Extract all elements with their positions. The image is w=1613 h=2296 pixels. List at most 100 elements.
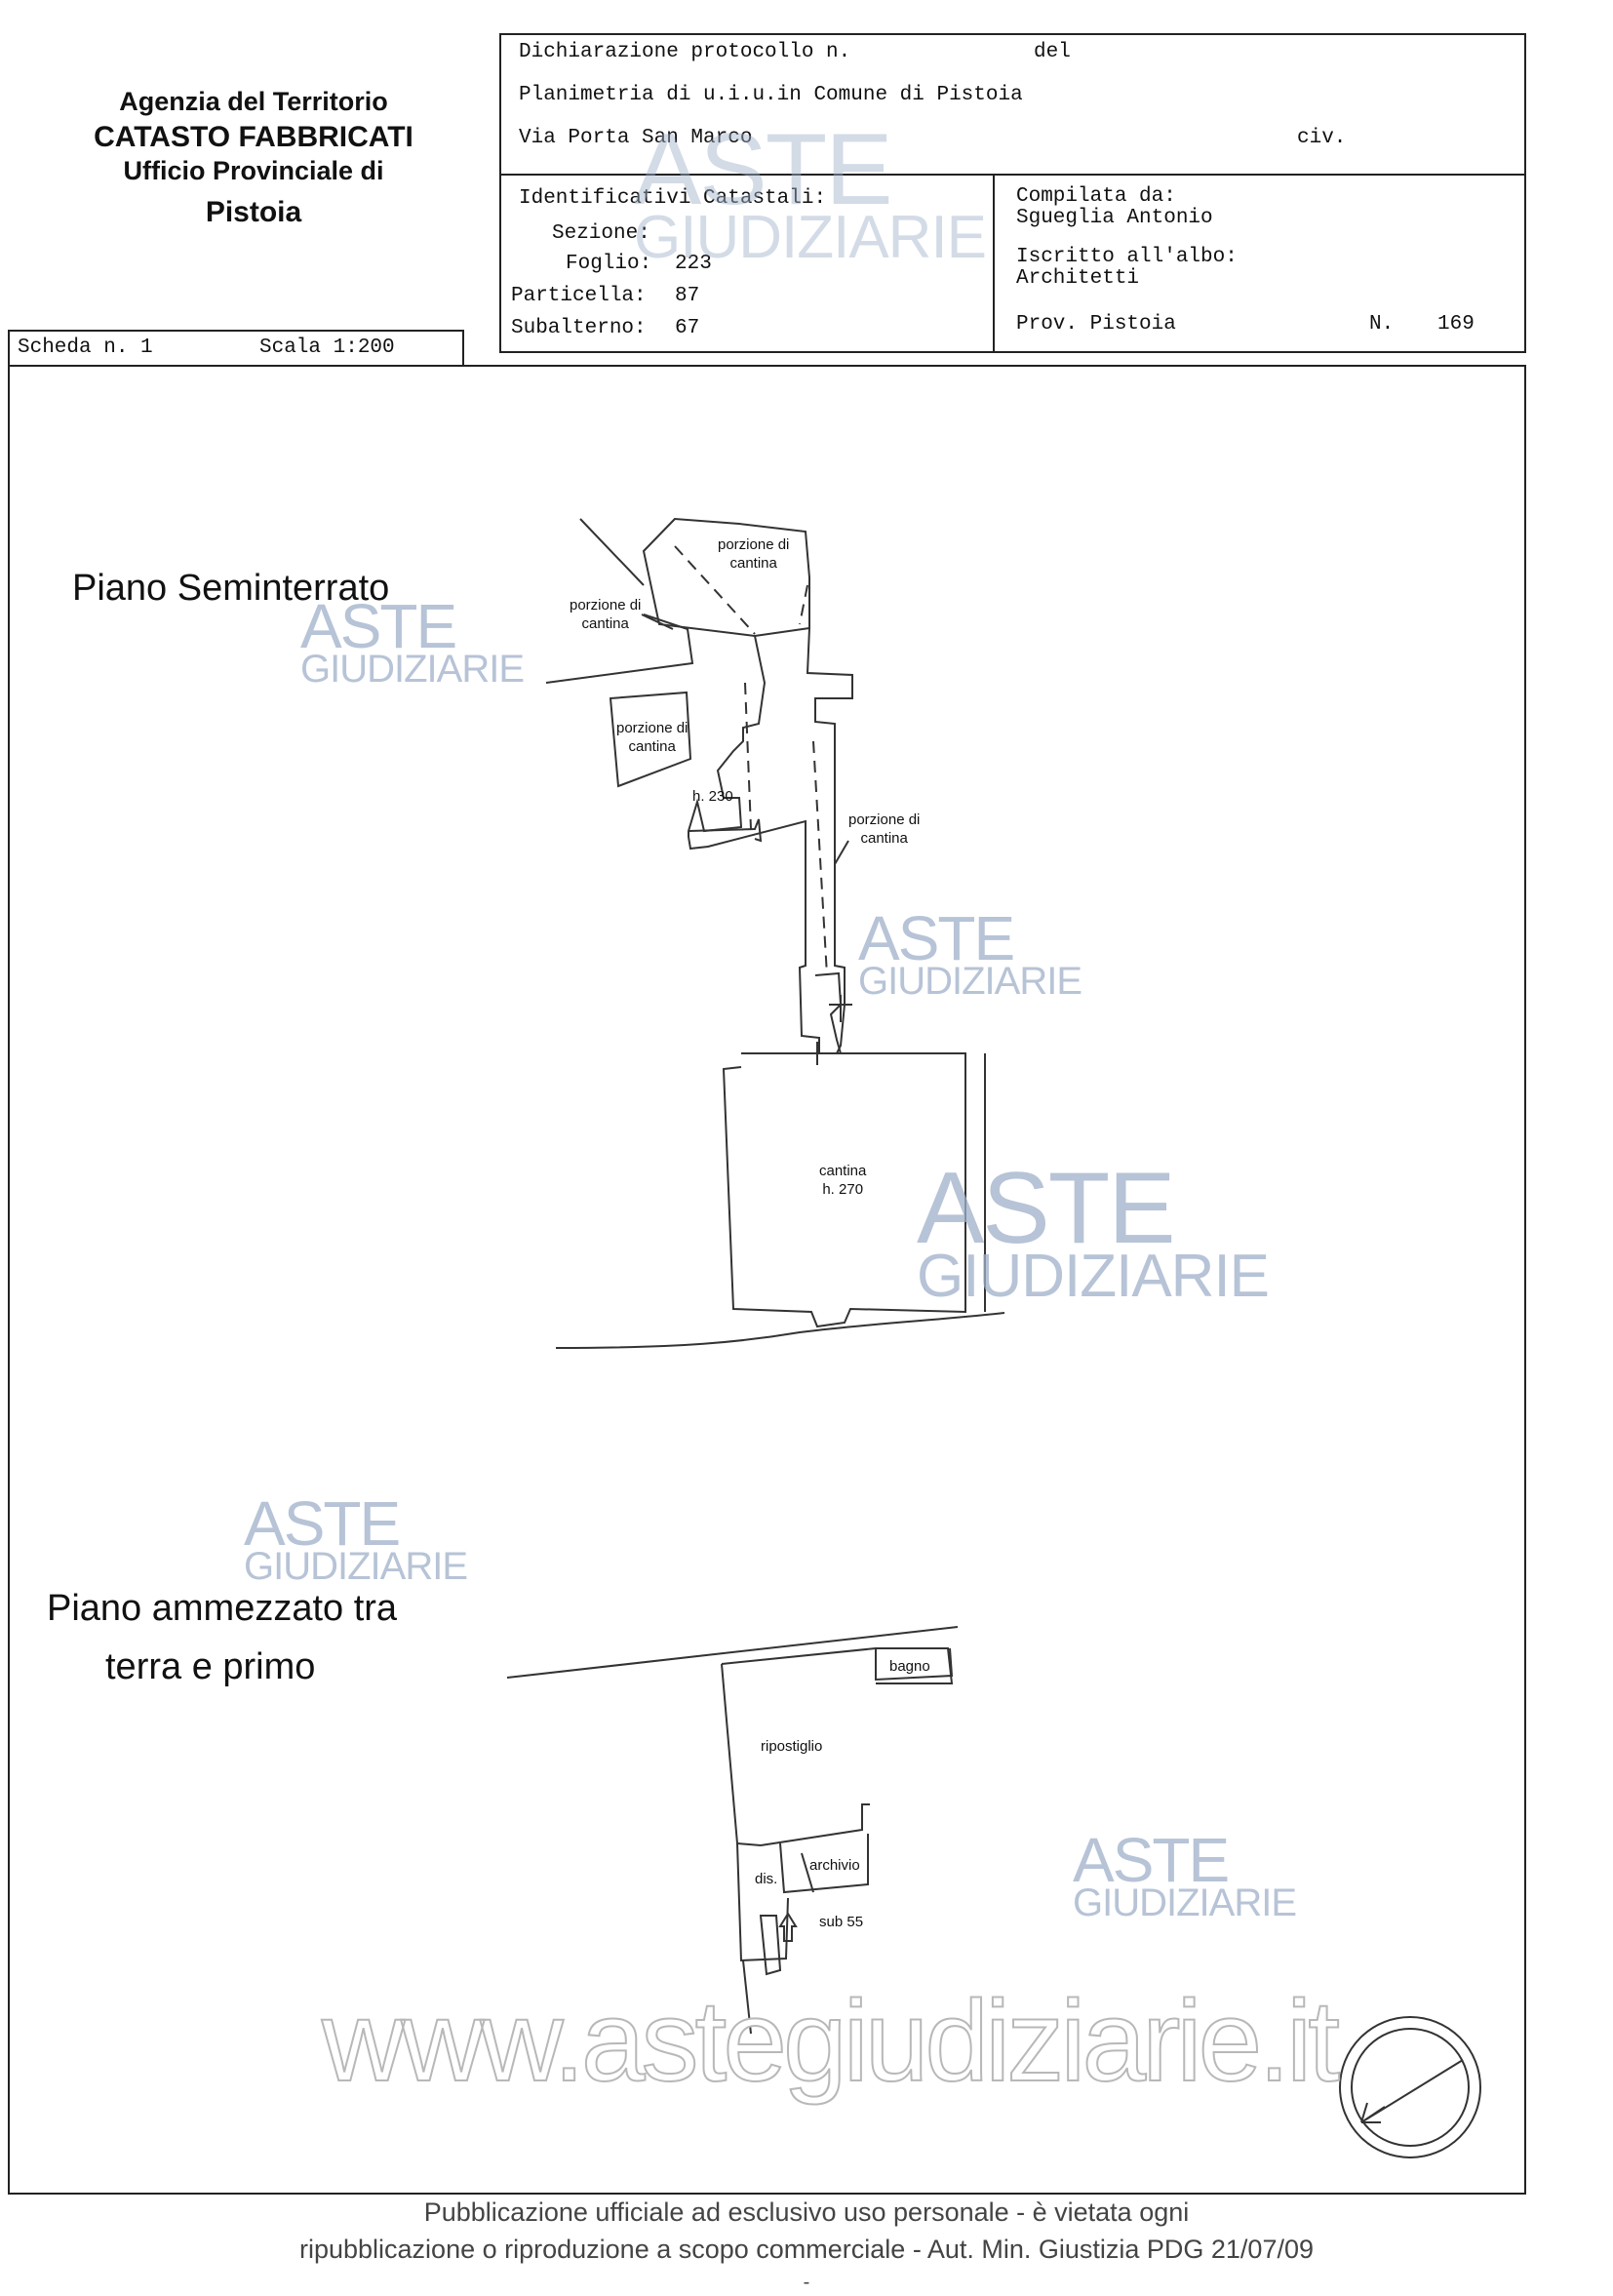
footer-line-2: ripubblicazione o riproduzione a scopo c… <box>298 2234 1314 2264</box>
leader-porzione-4 <box>834 840 849 865</box>
room-label-bagno: bagno <box>889 1658 930 1675</box>
watermark-aste-1: ASTE GIUDIZIARIE <box>300 591 525 692</box>
wm-giudiziarie-text: GIUDIZIARIE <box>634 204 987 272</box>
wm-aste-text: ASTE <box>300 591 457 661</box>
dashed-line-1 <box>674 545 756 635</box>
drawing-frame <box>8 365 1526 2195</box>
civ-label: civ. <box>1297 127 1347 149</box>
agency-header: Agenzia del Territorio CATASTO FABBRICAT… <box>39 86 468 231</box>
wall-ripostiglio-bottom <box>760 1803 870 1846</box>
room-label-cantina: cantina h. 270 <box>819 1163 866 1200</box>
crosshair-1 <box>829 995 852 1022</box>
wm-aste-text: ASTE <box>244 1488 401 1559</box>
room-label-porzione-2: porzione di cantina <box>570 597 641 634</box>
dashed-line-4 <box>799 584 808 625</box>
wm-giudiziarie-text: GIUDIZIARIE <box>858 960 1082 1004</box>
prov-text: Prov. Pistoia <box>1016 313 1176 336</box>
watermark-aste-3: ASTE GIUDIZIARIE <box>917 1152 1270 1311</box>
room-label-line: porzione di <box>718 536 790 553</box>
room-label-line: cantina <box>581 614 629 632</box>
watermark-aste-2: ASTE GIUDIZIARIE <box>858 903 1082 1004</box>
planimetria-text: Planimetria di u.i.u.in Comune di Pistoi… <box>519 84 1023 106</box>
watermark-aste-4: ASTE GIUDIZIARIE <box>244 1488 468 1589</box>
scheda-label: Scheda n. 1 <box>18 336 153 359</box>
wm-giudiziarie-text: GIUDIZIARIE <box>300 648 525 692</box>
wall-dis <box>736 1842 789 1962</box>
wall-ripostiglio-left <box>721 1663 762 1846</box>
watermark-url: www.astegiudiziarie.it <box>321 1976 1341 2107</box>
floor-title-ammezzato-line2: terra e primo <box>105 1646 316 1687</box>
agency-name: Agenzia del Territorio <box>119 87 388 116</box>
wall-corridor-join <box>814 971 843 1054</box>
wall-archivio <box>779 1834 869 1894</box>
north-compass-inner <box>1351 2028 1470 2147</box>
watermark-aste-5: ASTE GIUDIZIARIE <box>1073 1825 1297 1925</box>
wall-h230-room <box>688 818 763 843</box>
scheda-box: Scheda n. 1 Scala 1:200 <box>8 330 464 367</box>
room-label-line: cantina <box>860 829 908 847</box>
foglio-value: 223 <box>675 253 712 275</box>
wall-left-block <box>545 614 694 684</box>
subalterno-label: Subalterno: <box>511 317 647 339</box>
identificativi-box: Identificativi Catastali: Sezione: Fogli… <box>499 174 995 353</box>
particella-label: Particella: <box>511 285 647 307</box>
room-label-line: h. 270 <box>822 1180 864 1198</box>
room-label-line: porzione di <box>570 597 642 614</box>
albo-text: Architetti <box>1016 267 1140 290</box>
dashed-line-3 <box>812 740 828 976</box>
wall-bottom-extension <box>742 1960 752 2035</box>
room-label-sub55: sub 55 <box>819 1914 864 1930</box>
room-label-line: porzione di <box>616 720 688 736</box>
dashed-line-2 <box>744 682 752 830</box>
wm-giudiziarie-text: GIUDIZIARIE <box>917 1243 1270 1311</box>
wm-giudiziarie-text: GIUDIZIARIE <box>244 1545 468 1589</box>
compilata-name: Sgueglia Antonio <box>1016 207 1213 229</box>
wall-ripostiglio <box>721 1646 954 1682</box>
subalterno-value: 67 <box>675 317 700 339</box>
wall-top-left-diagonal <box>579 518 645 586</box>
room-label-line: porzione di <box>848 812 921 828</box>
address-text: Via Porta San Marco <box>519 127 753 149</box>
catasto-title: CATASTO FABBRICATI <box>94 120 413 153</box>
footer-line-1: Pubblicazione ufficiale ad esclusivo uso… <box>423 2197 1190 2227</box>
wall-corridor-left <box>688 635 820 1053</box>
wall-bagno <box>876 1647 954 1684</box>
n-label: N. <box>1369 313 1395 336</box>
n-value: 169 <box>1437 313 1475 336</box>
room-label-porzione-1: porzione di cantina <box>718 536 789 574</box>
wm-giudiziarie-text: GIUDIZIARIE <box>1073 1881 1297 1925</box>
ground-line <box>555 1312 1005 1349</box>
sezione-label: Sezione: <box>552 222 650 245</box>
foglio-label: Foglio: <box>566 253 652 275</box>
del-label: del <box>1034 41 1071 63</box>
iscritto-label: Iscritto all'albo: <box>1016 246 1238 268</box>
wall-stairs <box>759 1915 782 1976</box>
room-label-h230: h. 230 <box>692 788 733 805</box>
room-label-line: cantina <box>628 737 676 755</box>
wm-aste-text: ASTE <box>634 113 893 226</box>
watermark-aste-header: ASTE GIUDIZIARIE <box>634 113 987 272</box>
office-label: Ufficio Provinciale di <box>123 156 384 186</box>
room-label-line: cantina <box>819 1163 867 1179</box>
floor-title-seminterrato: Piano Seminterrato <box>72 568 390 609</box>
identificativi-title: Identificativi Catastali: <box>519 187 827 210</box>
north-compass-arrow <box>1360 2059 1464 2123</box>
compilata-box: Compilata da: Sgueglia Antonio Iscritto … <box>993 174 1526 353</box>
protocol-label: Dichiarazione protocollo n. <box>519 41 851 63</box>
wall-corridor-right <box>806 627 853 1054</box>
north-compass-outer <box>1339 2016 1481 2158</box>
wm-aste-text: ASTE <box>917 1152 1176 1265</box>
compilata-label: Compilata da: <box>1016 185 1176 208</box>
room-label-porzione-4: porzione di cantina <box>848 812 920 849</box>
room-label-porzione-3: porzione di cantina <box>616 720 688 757</box>
room-label-ripostiglio: ripostiglio <box>761 1738 823 1755</box>
wall-ammezzato-top <box>506 1626 959 1679</box>
wm-aste-text: ASTE <box>858 903 1015 973</box>
wm-aste-text: ASTE <box>1073 1825 1230 1895</box>
room-label-archivio: archivio <box>809 1857 860 1874</box>
room-label-dis: dis. <box>755 1871 778 1887</box>
wall-small-room <box>609 691 692 788</box>
wall-archivio-inner <box>801 1852 814 1893</box>
footer-notice: Pubblicazione ufficiale ad esclusivo uso… <box>293 2195 1320 2296</box>
